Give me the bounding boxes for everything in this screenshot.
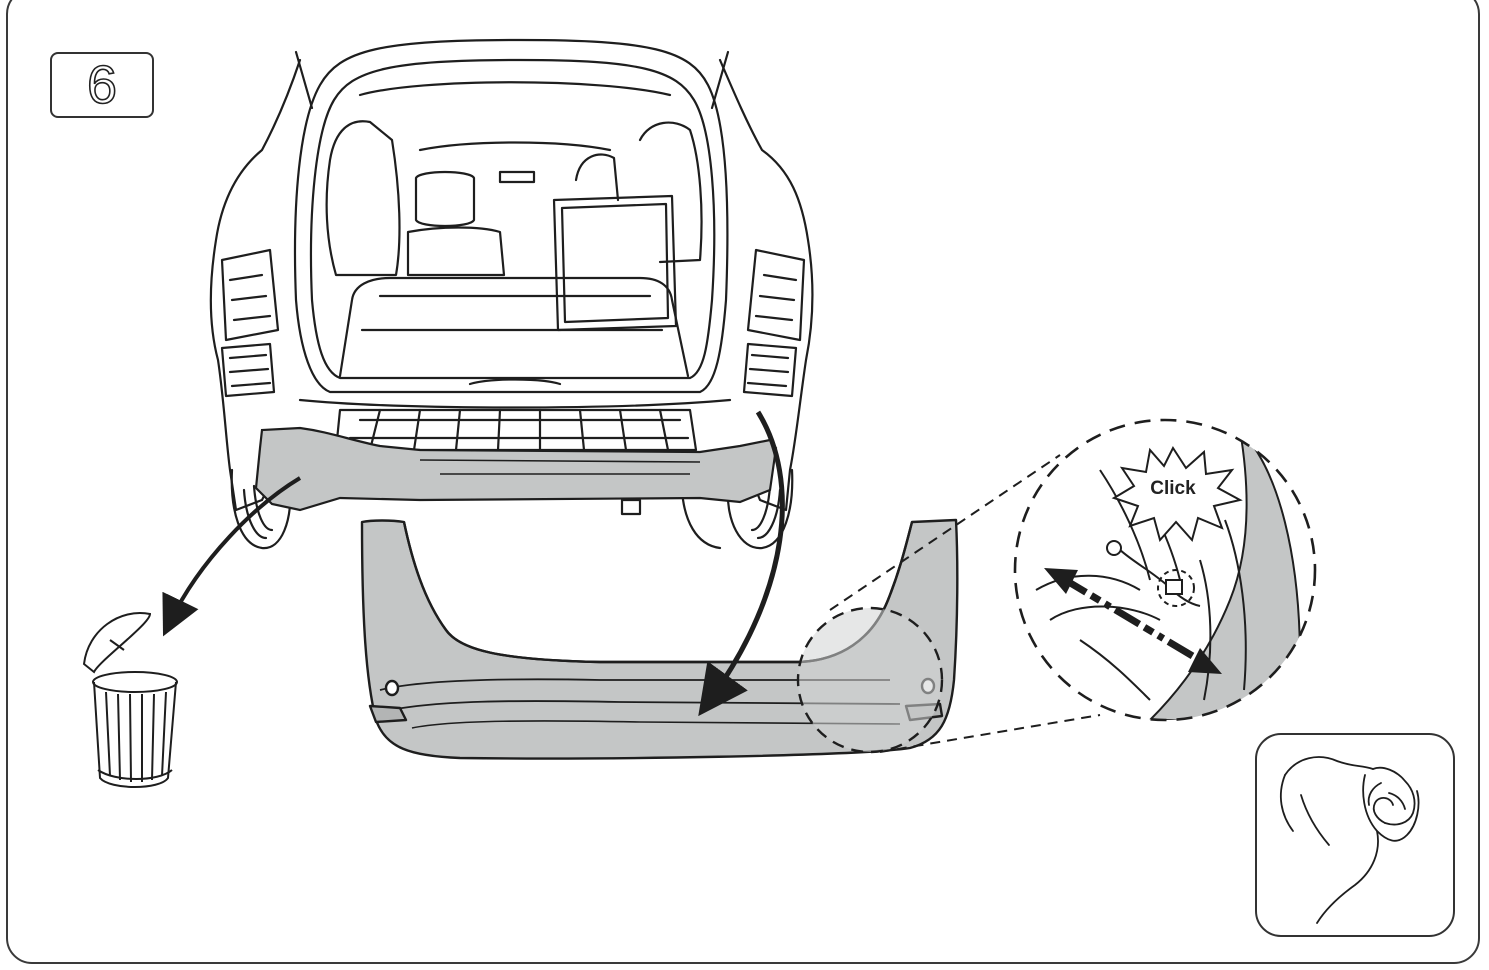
hand-action-box (1255, 733, 1455, 937)
hand-pinch-icon (1279, 756, 1420, 924)
double-arrow-icon (1044, 568, 1222, 674)
magnified-detail (1013, 418, 1317, 722)
click-burst-icon (1111, 445, 1243, 543)
step-number-badge: 6 (50, 52, 154, 118)
step-number: 6 (86, 55, 118, 115)
bumper-absorber (254, 426, 778, 512)
vehicle-rear (209, 38, 814, 550)
click-callout-label: Click (1150, 478, 1196, 499)
install-arrow (698, 410, 785, 717)
removal-arrow (162, 476, 302, 637)
trash-can-icon (82, 612, 178, 788)
detail-circle (796, 606, 944, 754)
